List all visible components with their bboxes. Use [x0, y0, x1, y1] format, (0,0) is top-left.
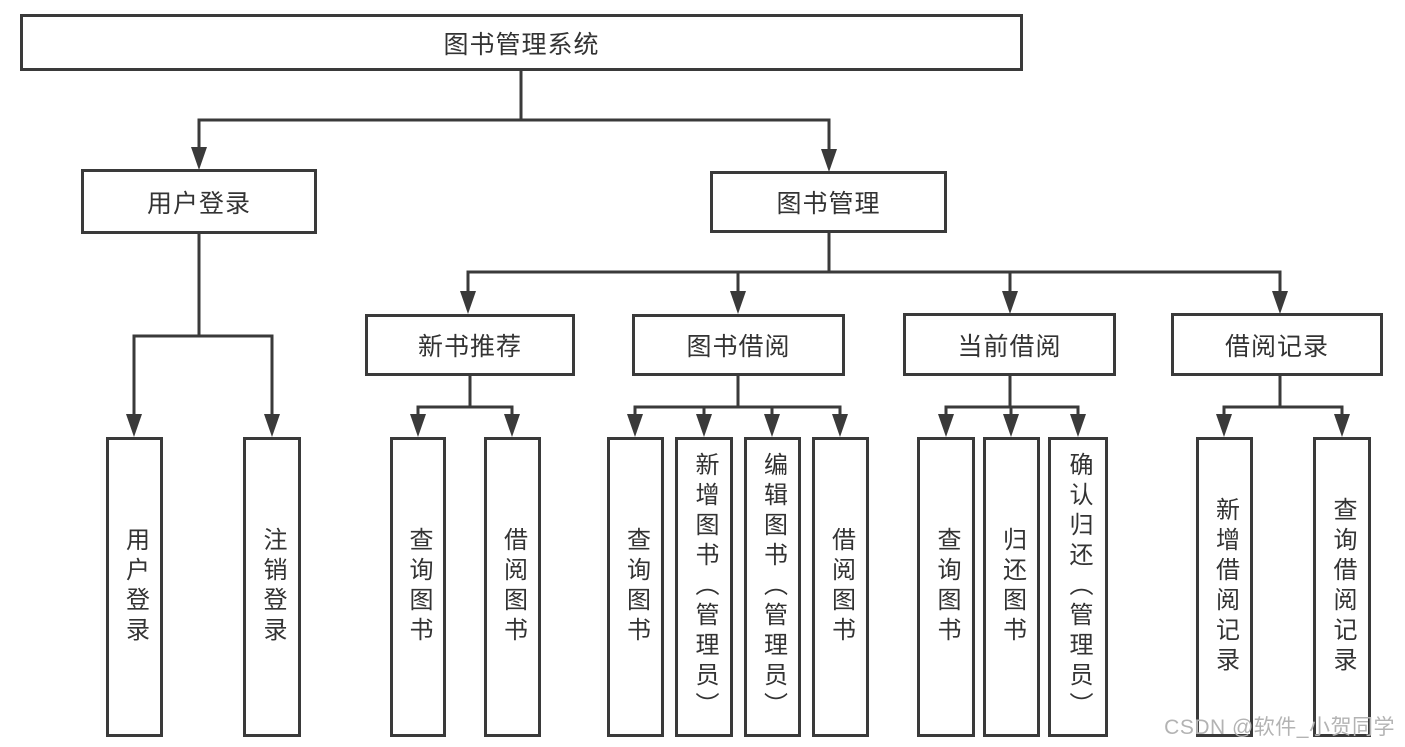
leaf-query-borrow-record-label: 查询借阅记录 [1329, 497, 1356, 677]
leaf-borrow-book-2: 借阅图书 [812, 437, 869, 737]
leaf-return-book: 归还图书 [983, 437, 1040, 737]
leaf-query-book-3-label: 查询图书 [933, 527, 960, 647]
leaf-add-borrow-record: 新增借阅记录 [1196, 437, 1253, 737]
connector-user-login [132, 234, 274, 419]
leaf-query-borrow-record: 查询借阅记录 [1313, 437, 1371, 737]
connector-new-book [416, 376, 514, 421]
leaf-query-book-2-label: 查询图书 [622, 527, 650, 647]
node-borrow-record: 借阅记录 [1171, 313, 1383, 376]
leaf-add-book-admin: 新增图书（管理员） [675, 437, 733, 737]
node-user-login: 用户登录 [81, 169, 317, 234]
leaf-query-book-2: 查询图书 [607, 437, 664, 737]
csdn-watermark: CSDN @软件_小贺同学 [1164, 716, 1395, 739]
leaf-add-book-admin-label: 新增图书（管理员） [691, 452, 718, 722]
node-current-borrow: 当前借阅 [903, 313, 1116, 376]
leaf-logout-label: 注销登录 [259, 527, 286, 647]
node-new-book-recommend: 新书推荐 [365, 314, 575, 376]
leaf-edit-book-admin-label: 编辑图书（管理员） [759, 452, 787, 722]
leaf-query-book-1: 查询图书 [390, 437, 446, 737]
leaf-user-login-label: 用户登录 [121, 527, 149, 647]
connector-borrow-record [1222, 376, 1344, 421]
arrowheads [126, 147, 1350, 437]
node-book-management: 图书管理 [710, 171, 947, 233]
leaf-borrow-book-1: 借阅图书 [484, 437, 541, 737]
connector-root [197, 70, 831, 153]
leaf-borrow-book-1-label: 借阅图书 [499, 527, 527, 647]
leaf-return-book-label: 归还图书 [998, 527, 1026, 647]
connector-book-borrow [633, 376, 842, 421]
node-book-borrow: 图书借阅 [632, 314, 845, 376]
leaf-borrow-book-2-label: 借阅图书 [827, 527, 855, 647]
leaf-query-book-1-label: 查询图书 [405, 527, 432, 647]
leaf-query-book-3: 查询图书 [917, 437, 975, 737]
leaf-add-borrow-record-label: 新增借阅记录 [1211, 497, 1239, 677]
leaf-confirm-return-admin: 确认归还（管理员） [1048, 437, 1108, 737]
node-root: 图书管理系统 [20, 14, 1023, 71]
leaf-user-login: 用户登录 [106, 437, 163, 737]
leaf-edit-book-admin: 编辑图书（管理员） [744, 437, 801, 737]
connector-book-mgmt [466, 233, 1282, 296]
leaf-confirm-return-admin-label: 确认归还（管理员） [1065, 452, 1092, 722]
leaf-logout: 注销登录 [243, 437, 301, 737]
